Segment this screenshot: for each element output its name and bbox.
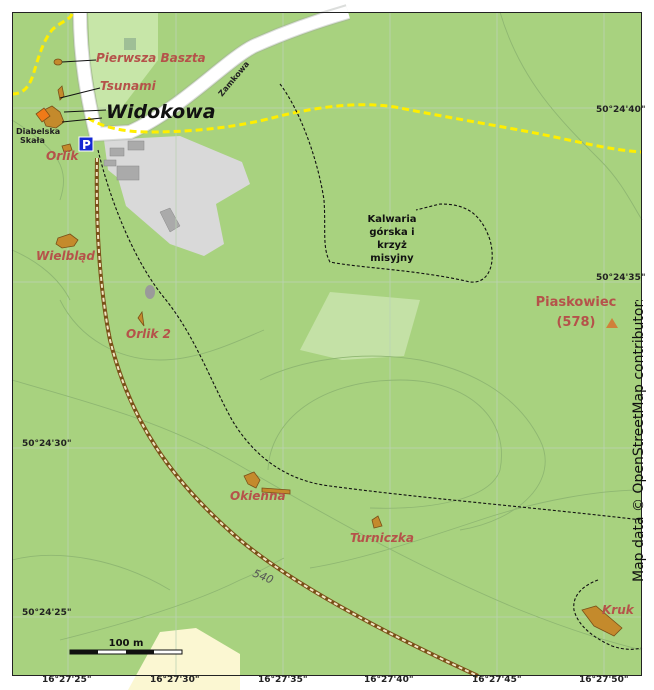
built-area: [104, 136, 250, 256]
coordinate-grid: [12, 12, 642, 676]
sand-area: [128, 628, 240, 690]
parking-icon[interactable]: P: [78, 136, 94, 152]
rock-label-tsunami[interactable]: Tsunami: [100, 79, 157, 93]
building: [103, 159, 117, 167]
place-label[interactable]: Widokowa: [106, 101, 216, 123]
rock-label-orlik-2[interactable]: Orlik 2: [126, 327, 171, 341]
small-rock: [145, 285, 155, 299]
calvary-line-1: Kalwaria: [367, 214, 416, 225]
latitude-label-1: 50°24'40": [596, 105, 646, 115]
latitude-label-3: 50°24'30": [22, 439, 72, 449]
latitude-label-4: 50°24'25": [22, 608, 72, 618]
calvary-line-2: górska i: [369, 226, 414, 238]
longitude-label-4: 16°27'40": [364, 675, 414, 685]
small-building: [124, 38, 136, 50]
longitude-label-1: 16°27'25": [42, 675, 92, 685]
longitude-label-3: 16°27'35": [258, 675, 308, 685]
longitude-label-6: 16°27'50": [579, 675, 629, 685]
calvary-line-4: misyjny: [370, 253, 414, 264]
peak-name[interactable]: Piaskowiec: [536, 295, 617, 310]
rock-label-okienna[interactable]: Okienna: [230, 489, 286, 503]
yellow-trail: [11, 13, 74, 96]
label-leaders: [59, 59, 107, 123]
building: [109, 147, 125, 157]
parking-symbol: P: [82, 138, 91, 152]
building: [116, 165, 140, 181]
rock-label-kruk[interactable]: Kruk: [602, 603, 635, 617]
building: [159, 207, 181, 233]
longitude-label-5: 16°27'45": [472, 675, 522, 685]
longitude-label-2: 16°27'30": [150, 675, 200, 685]
rock-label-diabelska-line2[interactable]: Skała: [20, 136, 45, 145]
attribution: Map data © OpenStreetMap contributors: [631, 300, 647, 582]
scale-bar: 100 m: [69, 638, 183, 655]
building: [127, 140, 145, 151]
rock-label-wielblad[interactable]: Wielbląd: [36, 249, 95, 263]
attribution-text: Map data © OpenStreetMap contributors: [631, 300, 647, 582]
rock-label-orlik[interactable]: Orlik: [46, 149, 79, 163]
rock-label-diabelska-line1[interactable]: Diabelska: [16, 127, 60, 136]
scale-label: 100 m: [109, 638, 144, 649]
latitude-label-2: 50°24'35": [596, 273, 646, 283]
calvary-line-3: krzyż: [377, 240, 407, 251]
meadow-area: [88, 12, 158, 110]
rock-features: [35, 58, 623, 637]
peak-elevation: (578): [556, 315, 595, 330]
rock-label-pierwsza-baszta[interactable]: Pierwsza Baszta: [96, 51, 206, 65]
track-540: [95, 157, 479, 677]
zamkowa-road: [72, 4, 351, 143]
peak-icon[interactable]: [606, 318, 618, 328]
rock-label-turniczka[interactable]: Turniczka: [350, 531, 414, 545]
footpaths: [97, 83, 643, 650]
calvary-label[interactable]: Kalwaria górska i krzyż misyjny: [367, 214, 416, 264]
contour-lines: [11, 11, 643, 651]
